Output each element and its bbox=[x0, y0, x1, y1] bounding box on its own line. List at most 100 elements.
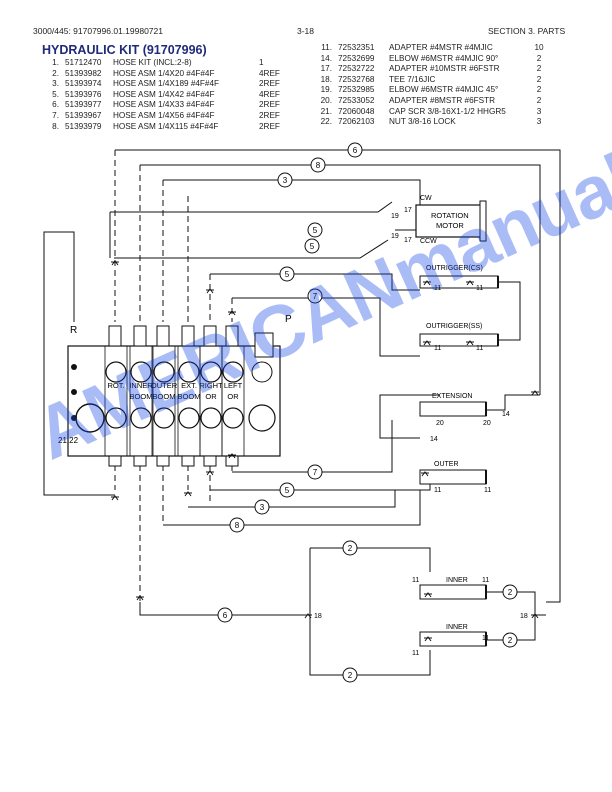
bolt-head-2 bbox=[71, 389, 77, 395]
part-description: ADAPTER #10MSTR #6FSTR bbox=[389, 64, 500, 74]
fitting-17-bottom: 17 bbox=[404, 237, 412, 244]
inlet-circle-bottom bbox=[248, 404, 276, 432]
svg-text:11: 11 bbox=[434, 345, 441, 352]
fitting-symbol bbox=[423, 280, 431, 286]
rotation-motor: ROTATION MOTOR CW CCW 19 19 17 17 bbox=[391, 195, 487, 245]
cylinder-inner-lower: INNER 11 11 bbox=[412, 624, 489, 657]
fitting-symbol bbox=[228, 453, 236, 459]
outer-label: OUTER bbox=[434, 461, 459, 468]
svg-text:11: 11 bbox=[476, 345, 483, 352]
control-valve-bank: ROT.INNERBOOMOUTERBOOMEXT.BOOMRIGHTORLEF… bbox=[67, 325, 281, 467]
hose-extension-return bbox=[486, 394, 540, 411]
part-quantity: 2 bbox=[536, 95, 542, 105]
hose-callout: 2 bbox=[502, 584, 518, 600]
item-number: 21. bbox=[320, 106, 332, 116]
hose-line-2-lower bbox=[309, 548, 431, 676]
fitting-symbol bbox=[466, 340, 474, 346]
hose-callout: 5 bbox=[279, 266, 295, 282]
cylinder-outrigger-cs: OUTRIGGER(CS) 11 11 bbox=[419, 265, 499, 292]
spool-bottom bbox=[178, 407, 200, 429]
item-number: 8. bbox=[52, 121, 59, 131]
fitting-symbol bbox=[111, 495, 119, 501]
fastener-callout: 21,22 bbox=[58, 436, 79, 445]
hose-callout: 6 bbox=[217, 607, 233, 623]
part-quantity: 4REF bbox=[259, 68, 280, 78]
motor-ccw-label: CCW bbox=[420, 238, 437, 245]
spool-bottom bbox=[200, 407, 222, 429]
item-number: 7. bbox=[52, 110, 59, 120]
spool-top bbox=[130, 361, 152, 383]
spool-top bbox=[178, 361, 200, 383]
fitting-symbol bbox=[304, 613, 312, 619]
motor-label-2: MOTOR bbox=[436, 221, 464, 230]
fitting-symbol bbox=[136, 595, 144, 601]
hose-extension bbox=[379, 394, 440, 439]
cylinder-outer: OUTER 11 11 bbox=[419, 461, 491, 494]
valve-section-sublabel: BOOM bbox=[130, 392, 153, 401]
hose-callout: 8 bbox=[310, 157, 326, 173]
hose-number: 6 bbox=[223, 611, 228, 620]
valve-section-label: OUTER bbox=[151, 381, 178, 390]
svg-text:11: 11 bbox=[434, 487, 441, 494]
part-description: HOSE KIT (INCL:2-8) bbox=[113, 58, 192, 67]
spool-top bbox=[153, 361, 175, 383]
inner-upper-label: INNER bbox=[446, 577, 468, 584]
part-number: 51393976 bbox=[65, 89, 102, 99]
fitting-symbol bbox=[184, 491, 192, 497]
svg-text:14: 14 bbox=[502, 411, 510, 418]
part-number: 72532699 bbox=[338, 53, 375, 63]
hose-line-5-motor bbox=[114, 239, 389, 259]
fitting-symbol bbox=[531, 613, 539, 619]
hose-callout: 7 bbox=[307, 464, 323, 480]
item-number: 20. bbox=[320, 95, 332, 105]
header-section: SECTION 3. PARTS bbox=[488, 26, 566, 36]
spool-bottom bbox=[222, 407, 244, 429]
hose-line-6-top bbox=[115, 149, 561, 603]
part-quantity: 2 bbox=[536, 53, 542, 63]
part-description: HOSE ASM 1/4X20 #4F#4F bbox=[113, 68, 215, 78]
fitting-symbol bbox=[421, 471, 429, 477]
part-number: 51393977 bbox=[65, 100, 102, 110]
part-number: 51712470 bbox=[65, 58, 102, 67]
fitting-symbol bbox=[423, 340, 431, 346]
part-description: ADAPTER #4MSTR #4MJIC bbox=[389, 43, 493, 52]
valve-section-label: EXT. bbox=[181, 381, 197, 390]
spool-top bbox=[222, 361, 244, 383]
hose-number: 7 bbox=[313, 292, 318, 301]
hose-callout: 2 bbox=[342, 667, 358, 683]
hose-number: 8 bbox=[235, 521, 240, 530]
hose-number: 5 bbox=[313, 226, 318, 235]
hose-number: 8 bbox=[316, 161, 321, 170]
spool-bottom bbox=[105, 407, 127, 429]
spool-top bbox=[200, 361, 222, 383]
bolt-head-1 bbox=[71, 364, 77, 370]
cylinder-outrigger-ss: OUTRIGGER(SS) 11 11 bbox=[419, 323, 499, 352]
part-number: 51393979 bbox=[65, 121, 102, 131]
hose-callout: 8 bbox=[229, 517, 245, 533]
fitting-symbol bbox=[228, 310, 236, 316]
part-quantity: 2REF bbox=[259, 100, 280, 110]
item-number: 14. bbox=[320, 53, 332, 63]
part-description: HOSE ASM 1/4X115 #4F#4F bbox=[113, 121, 219, 131]
header-document-code: 3000/445: 91707996.01.19980721 bbox=[33, 26, 163, 36]
valve-section-sublabel: OR bbox=[227, 392, 239, 401]
part-description: CAP SCR 3/8-16X1-1/2 HHGR5 bbox=[389, 106, 506, 116]
inlet-circle-top bbox=[251, 361, 273, 383]
part-quantity: 10 bbox=[534, 43, 544, 52]
item-number: 1. bbox=[52, 58, 59, 67]
fitting-symbols bbox=[111, 260, 539, 642]
bolt-head-3 bbox=[71, 415, 77, 421]
item-number: 18. bbox=[320, 74, 332, 84]
hose-callout: 5 bbox=[304, 238, 320, 254]
svg-text:11: 11 bbox=[412, 650, 419, 657]
pressure-port-label: P bbox=[285, 314, 292, 325]
valve-section-sublabel: BOOM bbox=[153, 392, 176, 401]
